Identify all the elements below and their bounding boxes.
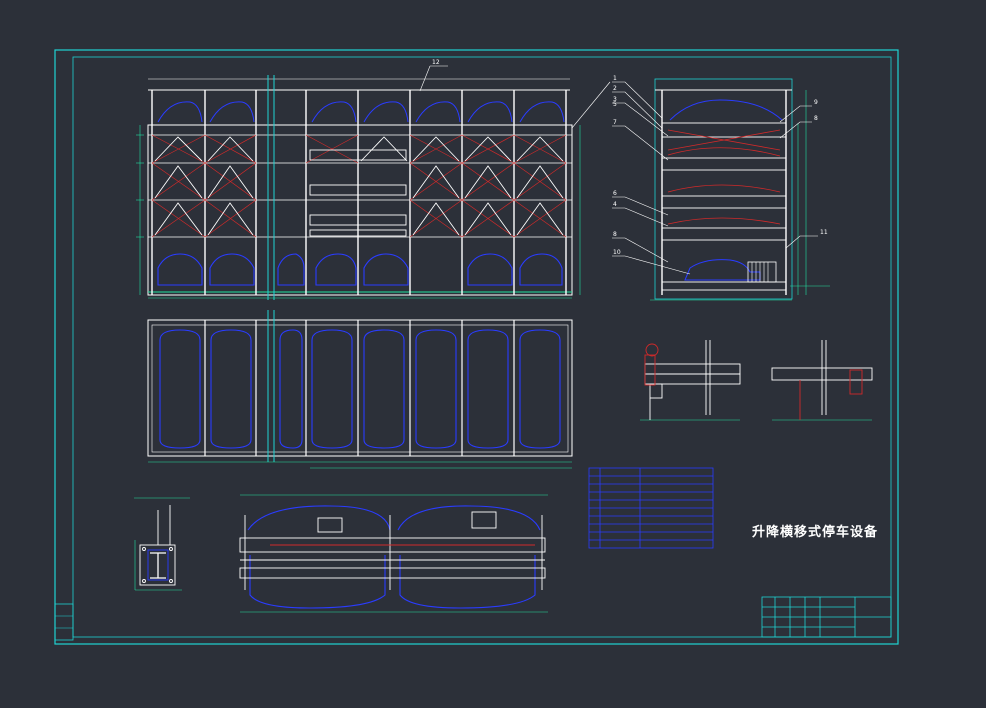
callout-10: 10 — [613, 249, 621, 256]
side-elevation-view: 1 2 3 5 7 9 8 6 4 8 10 11 — [612, 75, 830, 301]
callout-2: 2 — [613, 85, 617, 92]
inner-border — [72, 56, 892, 638]
callout-3: 3 — [613, 96, 617, 103]
callout-4: 4 — [613, 201, 617, 208]
callout-8a: 8 — [814, 115, 818, 122]
lift-mechanism-view — [239, 494, 548, 613]
callout-6a: 6 — [613, 190, 617, 197]
outer-border — [54, 49, 899, 645]
column-section-detail — [134, 497, 190, 591]
binding-margin-strip — [54, 603, 74, 641]
callout-11: 11 — [820, 229, 828, 236]
callout-12: 12 — [432, 59, 440, 66]
plan-view — [147, 310, 573, 469]
callout-9: 9 — [814, 99, 818, 106]
callout-5: 5 — [613, 101, 617, 108]
title-block — [761, 596, 892, 638]
callout-1: 1 — [613, 75, 617, 82]
parameter-table — [588, 467, 714, 549]
callout-8b: 8 — [613, 231, 617, 238]
detail-view-right — [771, 340, 873, 421]
front-elevation-view: 12 — [136, 59, 611, 300]
callout-7: 7 — [613, 119, 617, 126]
detail-view-left — [640, 340, 741, 421]
drawing-title: 升降横移式停车设备 — [752, 525, 879, 540]
